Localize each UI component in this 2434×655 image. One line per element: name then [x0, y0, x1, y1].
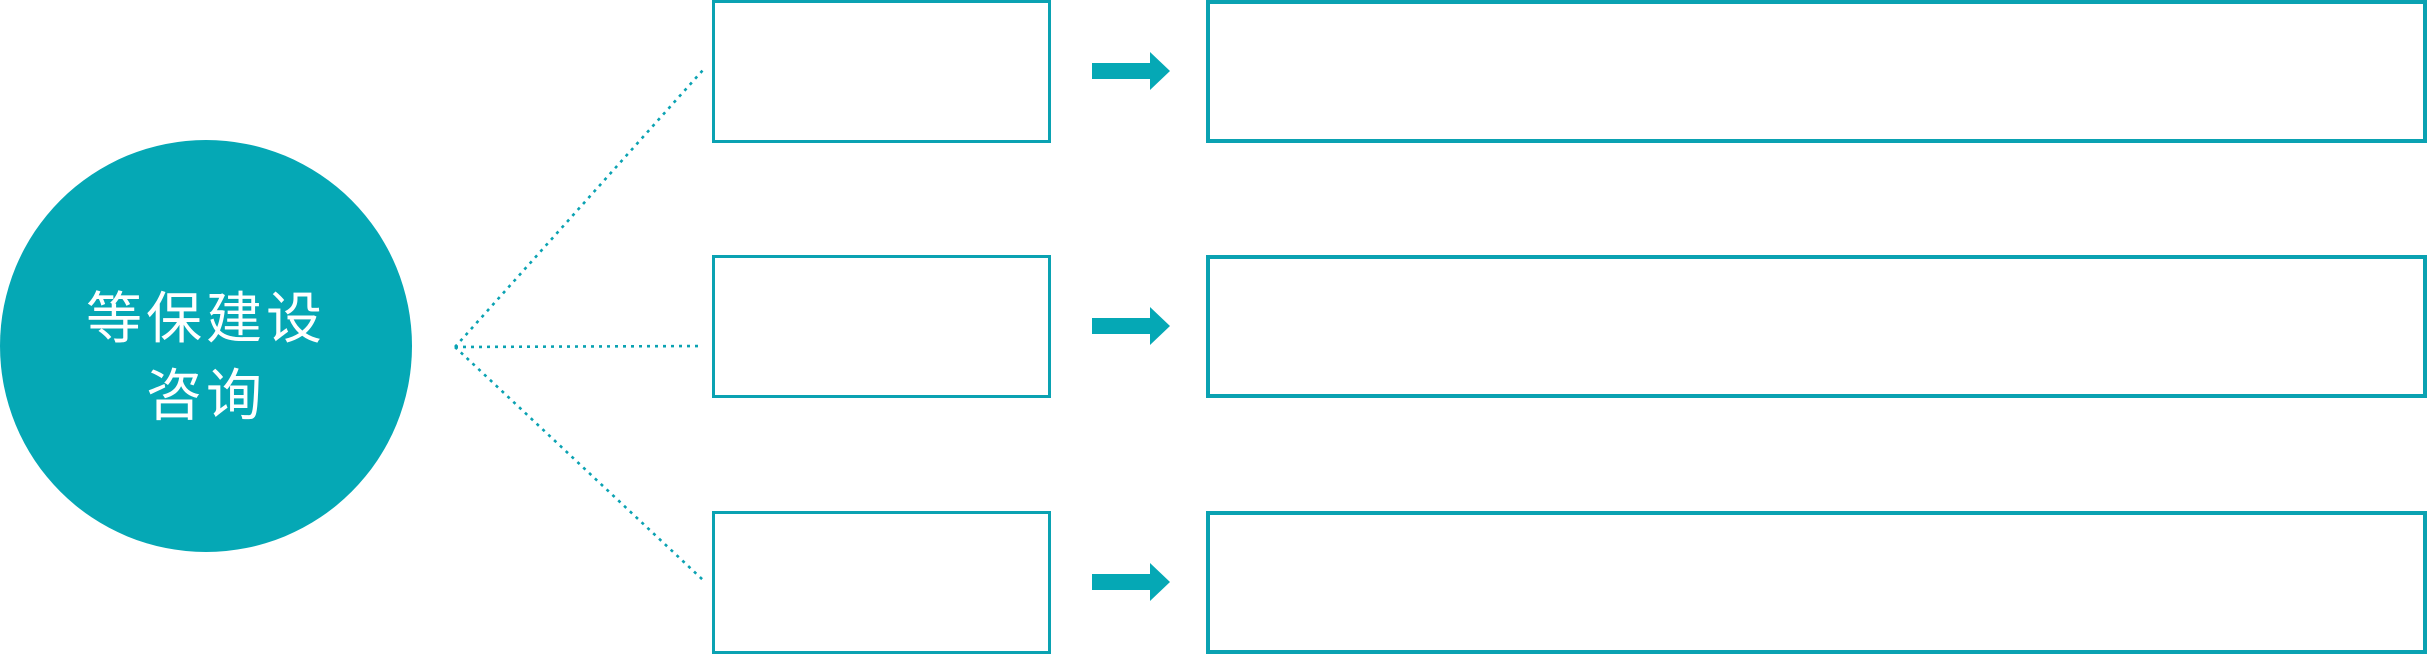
detail-box: [1206, 511, 2427, 654]
hub-label-line1: 等保建设: [86, 287, 326, 352]
category-box: [712, 511, 1051, 654]
right-arrow-icon: [1092, 307, 1170, 345]
detail-box: [1206, 0, 2427, 143]
diagram-row: [0, 511, 2434, 654]
category-box: [712, 255, 1051, 398]
hub-circle: 等保建设 咨询: [0, 140, 412, 552]
detail-box: [1206, 255, 2427, 398]
diagram-row: [0, 0, 2434, 143]
right-arrow-icon: [1092, 563, 1170, 601]
hub-label: 等保建设 咨询: [86, 281, 326, 435]
category-box: [712, 0, 1051, 143]
diagram-row: [0, 255, 2434, 398]
hub-label-line2: 咨询: [146, 364, 266, 429]
right-arrow-icon: [1092, 52, 1170, 90]
